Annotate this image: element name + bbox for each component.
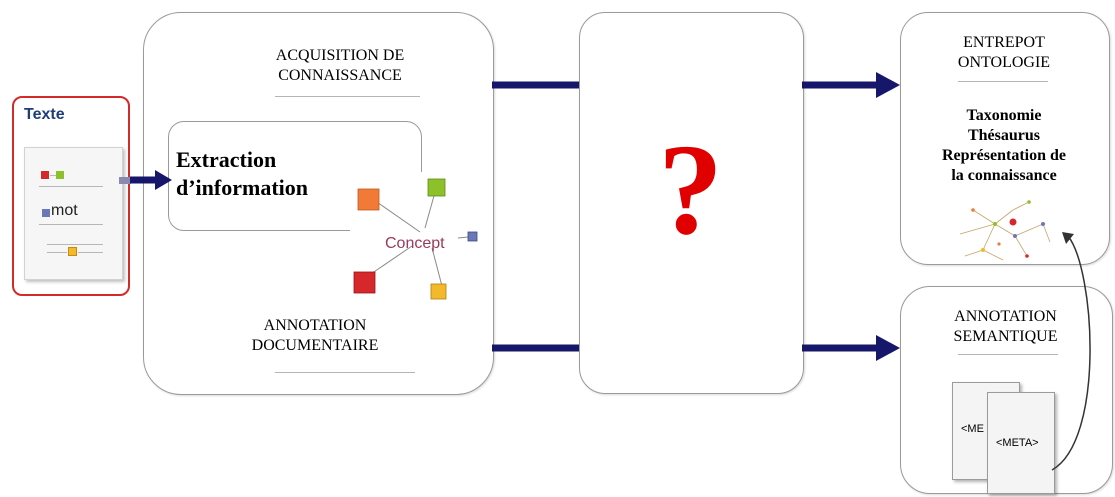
extraction-label: Extraction d’information — [176, 146, 308, 202]
word-mot: mot — [51, 202, 78, 219]
entrepot-underline — [958, 81, 1048, 82]
red-square-icon — [41, 171, 49, 179]
text-document: mot — [24, 147, 123, 280]
arrowhead-icon — [155, 170, 172, 190]
annotation-semantique-underline — [958, 354, 1058, 355]
meta-document-front: <META> — [987, 392, 1055, 494]
concept-graph: Concept — [350, 172, 478, 300]
arrowhead-icon — [876, 335, 900, 361]
red-square-icon — [353, 271, 376, 294]
green-square-icon — [427, 178, 446, 197]
doc-line — [47, 252, 67, 253]
ontology-network-icon — [959, 200, 1051, 261]
blue-square-icon — [42, 209, 50, 217]
arrowhead-icon — [876, 72, 900, 98]
entrepot-label: ENTREPOT ONTOLOGIE — [900, 33, 1108, 73]
doc-line — [39, 224, 103, 225]
network-node — [1041, 222, 1045, 226]
network-node — [993, 222, 997, 226]
yellow-square-icon — [68, 247, 77, 256]
texte-title: Texte — [24, 106, 65, 123]
meta-tag-front: <META> — [996, 437, 1039, 449]
annotation-doc-line-1: ANNOTATION — [263, 317, 367, 334]
annotation-documentaire-label: ANNOTATION DOCUMENTAIRE — [240, 316, 390, 356]
doc-line — [47, 244, 103, 245]
network-node — [997, 242, 1001, 246]
entrepot-line-2: ONTOLOGIE — [957, 54, 1051, 71]
curved-arrow-meta-to-ontology — [1051, 235, 1091, 471]
ontology-items: Taxonomie Thésaurus Représentation de la… — [900, 106, 1108, 186]
orange-square-icon — [357, 188, 380, 211]
yellow-square-icon — [430, 283, 447, 300]
arrow-tail-hatch — [119, 177, 131, 184]
ontology-item: Thésaurus — [967, 127, 1041, 144]
unknown-process-block — [579, 12, 804, 394]
meta-tag-back: <ME — [961, 423, 984, 435]
extraction-line-2: d’information — [176, 175, 308, 200]
green-square-icon — [56, 171, 64, 179]
annotation-documentaire-underline — [275, 372, 415, 373]
annotation-sem-line-1: ANNOTATION — [954, 308, 1057, 325]
acquisition-underline — [275, 96, 420, 97]
question-mark: ? — [658, 118, 723, 262]
ontology-item: la connaissance — [951, 167, 1057, 184]
network-node — [971, 208, 975, 212]
doc-line — [78, 252, 103, 253]
annotation-semantique-label: ANNOTATION SEMANTIQUE — [900, 307, 1111, 347]
annotation-doc-line-2: DOCUMENTAIRE — [251, 337, 379, 354]
ontology-store-block — [900, 12, 1110, 265]
concept-link — [457, 236, 469, 239]
concept-link — [431, 247, 443, 287]
doc-line — [39, 186, 103, 187]
arrowhead-icon — [1062, 232, 1074, 244]
network-node — [981, 248, 985, 252]
ontology-item: Représentation de — [942, 147, 1066, 164]
network-node — [1025, 254, 1029, 258]
network-node — [1013, 234, 1017, 238]
acquisition-line-2: CONNAISSANCE — [278, 67, 402, 84]
doc-line — [50, 175, 56, 176]
ontology-item: Taxonomie — [966, 107, 1042, 124]
network-node — [1027, 200, 1031, 204]
network-node — [1009, 218, 1017, 226]
concept-label: Concept — [385, 235, 445, 252]
acquisition-label: ACQUISITION DE CONNAISSANCE — [240, 46, 440, 86]
annotation-sem-line-2: SEMANTIQUE — [953, 328, 1058, 345]
texte-box: Texte mot — [12, 96, 130, 296]
acquisition-line-1: ACQUISITION DE — [275, 47, 405, 64]
blue-square-icon — [467, 231, 478, 242]
extraction-line-1: Extraction — [176, 147, 277, 172]
concept-link — [373, 199, 421, 233]
entrepot-line-1: ENTREPOT — [963, 34, 1045, 51]
